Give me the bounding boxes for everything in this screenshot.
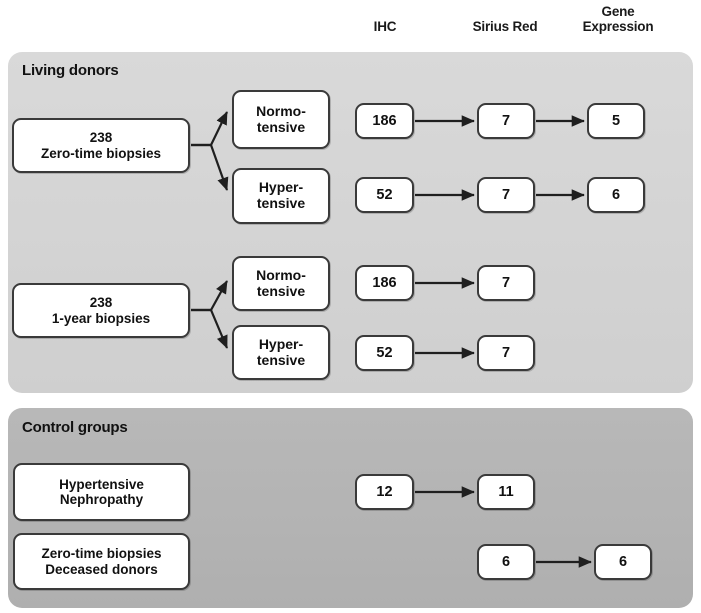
column-header-gene-expression-line2: Expression bbox=[582, 19, 654, 34]
node-control-label-line2: Deceased donors bbox=[45, 561, 158, 577]
node-control-hypertensive-nephropathy[interactable]: Hypertensive Nephropathy bbox=[13, 463, 190, 521]
node-branch-label-line2: tensive bbox=[256, 195, 306, 211]
node-control-label-line1: Zero-time biopsies bbox=[41, 546, 162, 562]
node-gene-living-zerotime-hypertensive[interactable]: 6 bbox=[587, 177, 645, 213]
node-branch-label-line1: Normo- bbox=[256, 102, 306, 119]
node-living-zerotime-hypertensive[interactable]: Hyper- tensive bbox=[232, 168, 330, 224]
node-ihc-control-hypertensive-nephropathy[interactable]: 12 bbox=[355, 474, 414, 510]
node-ihc-living-oneyear-hypertensive[interactable]: 52 bbox=[355, 335, 414, 371]
column-header-gene-expression-line1: Gene bbox=[601, 4, 635, 19]
node-living-zerotime-normotensive[interactable]: Normo- tensive bbox=[232, 90, 330, 149]
column-header-sirius-red-label: Sirius Red bbox=[472, 19, 538, 34]
node-control-zerotime-deceased-donors[interactable]: Zero-time biopsies Deceased donors bbox=[13, 533, 190, 590]
node-branch-label-line2: tensive bbox=[256, 118, 306, 135]
node-living-oneyear-normotensive[interactable]: Normo- tensive bbox=[232, 256, 330, 311]
column-header-gene-expression: Gene Expression bbox=[566, 4, 670, 34]
node-gene-living-zerotime-normotensive[interactable]: 5 bbox=[587, 103, 645, 139]
node-sirius-living-oneyear-hypertensive[interactable]: 7 bbox=[477, 335, 535, 371]
node-sirius-living-oneyear-normotensive[interactable]: 7 bbox=[477, 265, 535, 301]
node-sirius-living-zerotime-hypertensive[interactable]: 7 bbox=[477, 177, 535, 213]
node-source-label: 1-year biopsies bbox=[51, 310, 151, 326]
node-branch-label-line1: Hyper- bbox=[258, 179, 304, 196]
node-gene-control-zerotime-deceased[interactable]: 6 bbox=[594, 544, 652, 580]
node-one-year-biopsies-source[interactable]: 238 1-year biopsies bbox=[12, 283, 190, 338]
node-branch-label-line2: tensive bbox=[256, 282, 306, 299]
column-header-ihc-label: IHC bbox=[373, 19, 397, 34]
node-living-oneyear-hypertensive[interactable]: Hyper- tensive bbox=[232, 325, 330, 380]
node-sirius-living-zerotime-normotensive[interactable]: 7 bbox=[477, 103, 535, 139]
node-control-label-line1: Hypertensive bbox=[59, 476, 144, 492]
node-source-count: 238 bbox=[89, 130, 113, 146]
column-header-sirius-red: Sirius Red bbox=[455, 19, 555, 34]
panel-control-groups-title: Control groups bbox=[22, 419, 128, 436]
node-branch-label-line1: Normo- bbox=[256, 266, 306, 283]
panel-living-donors bbox=[8, 52, 693, 393]
node-sirius-control-hypertensive-nephropathy[interactable]: 11 bbox=[477, 474, 535, 510]
node-ihc-living-zerotime-hypertensive[interactable]: 52 bbox=[355, 177, 414, 213]
panel-living-donors-title: Living donors bbox=[22, 62, 119, 79]
node-ihc-living-zerotime-normotensive[interactable]: 186 bbox=[355, 103, 414, 139]
node-branch-label-line1: Hyper- bbox=[258, 335, 304, 352]
node-source-label: Zero-time biopsies bbox=[40, 145, 162, 161]
node-control-label-line2: Nephropathy bbox=[59, 492, 144, 507]
node-ihc-living-oneyear-normotensive[interactable]: 186 bbox=[355, 265, 414, 301]
node-zero-time-biopsies-source[interactable]: 238 Zero-time biopsies bbox=[12, 118, 190, 173]
node-source-count: 238 bbox=[89, 295, 113, 311]
node-sirius-control-zerotime-deceased[interactable]: 6 bbox=[477, 544, 535, 580]
node-branch-label-line2: tensive bbox=[256, 351, 306, 368]
column-header-ihc: IHC bbox=[345, 19, 425, 34]
